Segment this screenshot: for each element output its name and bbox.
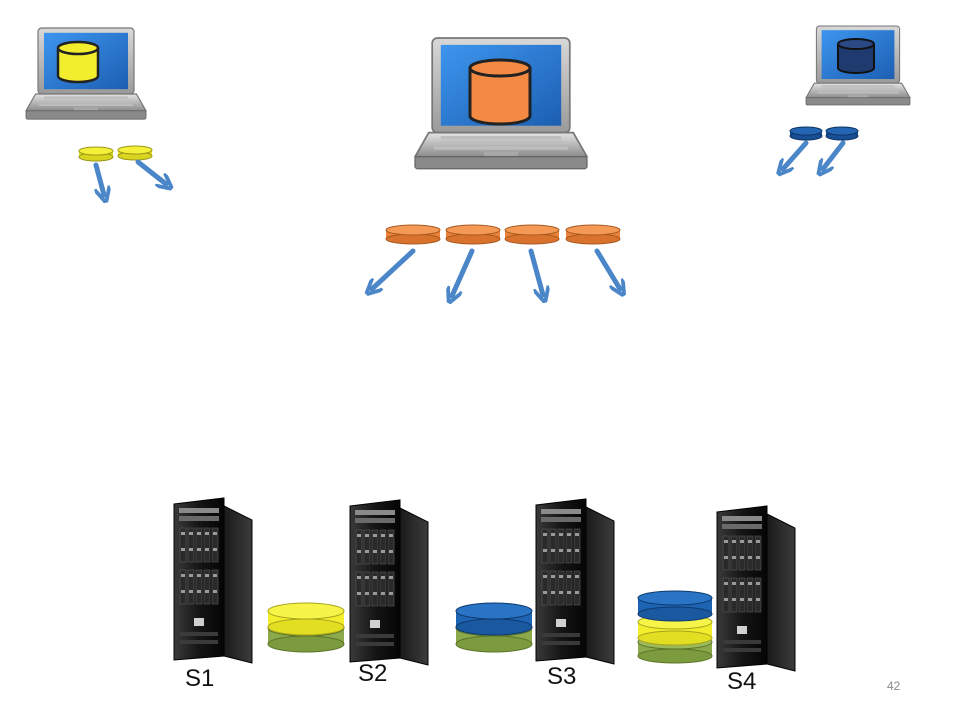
stack-s2-s3	[455, 602, 533, 653]
stack-s1-s2	[267, 602, 345, 653]
stack-disk-yellow	[267, 602, 345, 636]
arrow-orange-1	[372, 248, 416, 289]
arrow-yellow-2	[135, 159, 166, 184]
stack-s3-s4	[637, 590, 713, 664]
server-label-s4: S4	[727, 668, 757, 695]
database-icon-orange	[468, 58, 532, 126]
chunk-navy-1	[789, 126, 823, 141]
page-number: 42	[887, 679, 901, 693]
chunk-yellow-1	[78, 146, 114, 162]
chunk-orange-3	[504, 224, 560, 245]
chunk-orange-2	[445, 224, 501, 245]
arrow-orange-4	[594, 248, 620, 289]
arrow-orange-2	[452, 248, 475, 296]
server-label-s1: S1	[185, 665, 215, 692]
chunk-navy-2	[825, 126, 859, 141]
server-tower-s1	[173, 497, 253, 664]
arrow-navy-1	[783, 140, 809, 169]
chunk-yellow-2	[117, 145, 153, 161]
server-label-s2: S2	[358, 660, 388, 687]
server-tower-s3	[535, 498, 615, 665]
stack-disk-blue	[455, 602, 533, 636]
chunk-orange-1	[385, 224, 441, 245]
arrow-yellow-1	[93, 162, 104, 195]
server-tower-s4	[716, 505, 796, 672]
chunk-orange-4	[565, 224, 621, 245]
arrow-navy-2	[823, 140, 846, 169]
arrow-orange-3	[528, 248, 543, 295]
stack-disk-blue	[637, 590, 713, 622]
server-tower-s2	[349, 499, 429, 666]
server-label-s3: S3	[547, 663, 577, 690]
database-icon-navy	[837, 38, 875, 74]
database-icon-yellow	[56, 40, 100, 84]
